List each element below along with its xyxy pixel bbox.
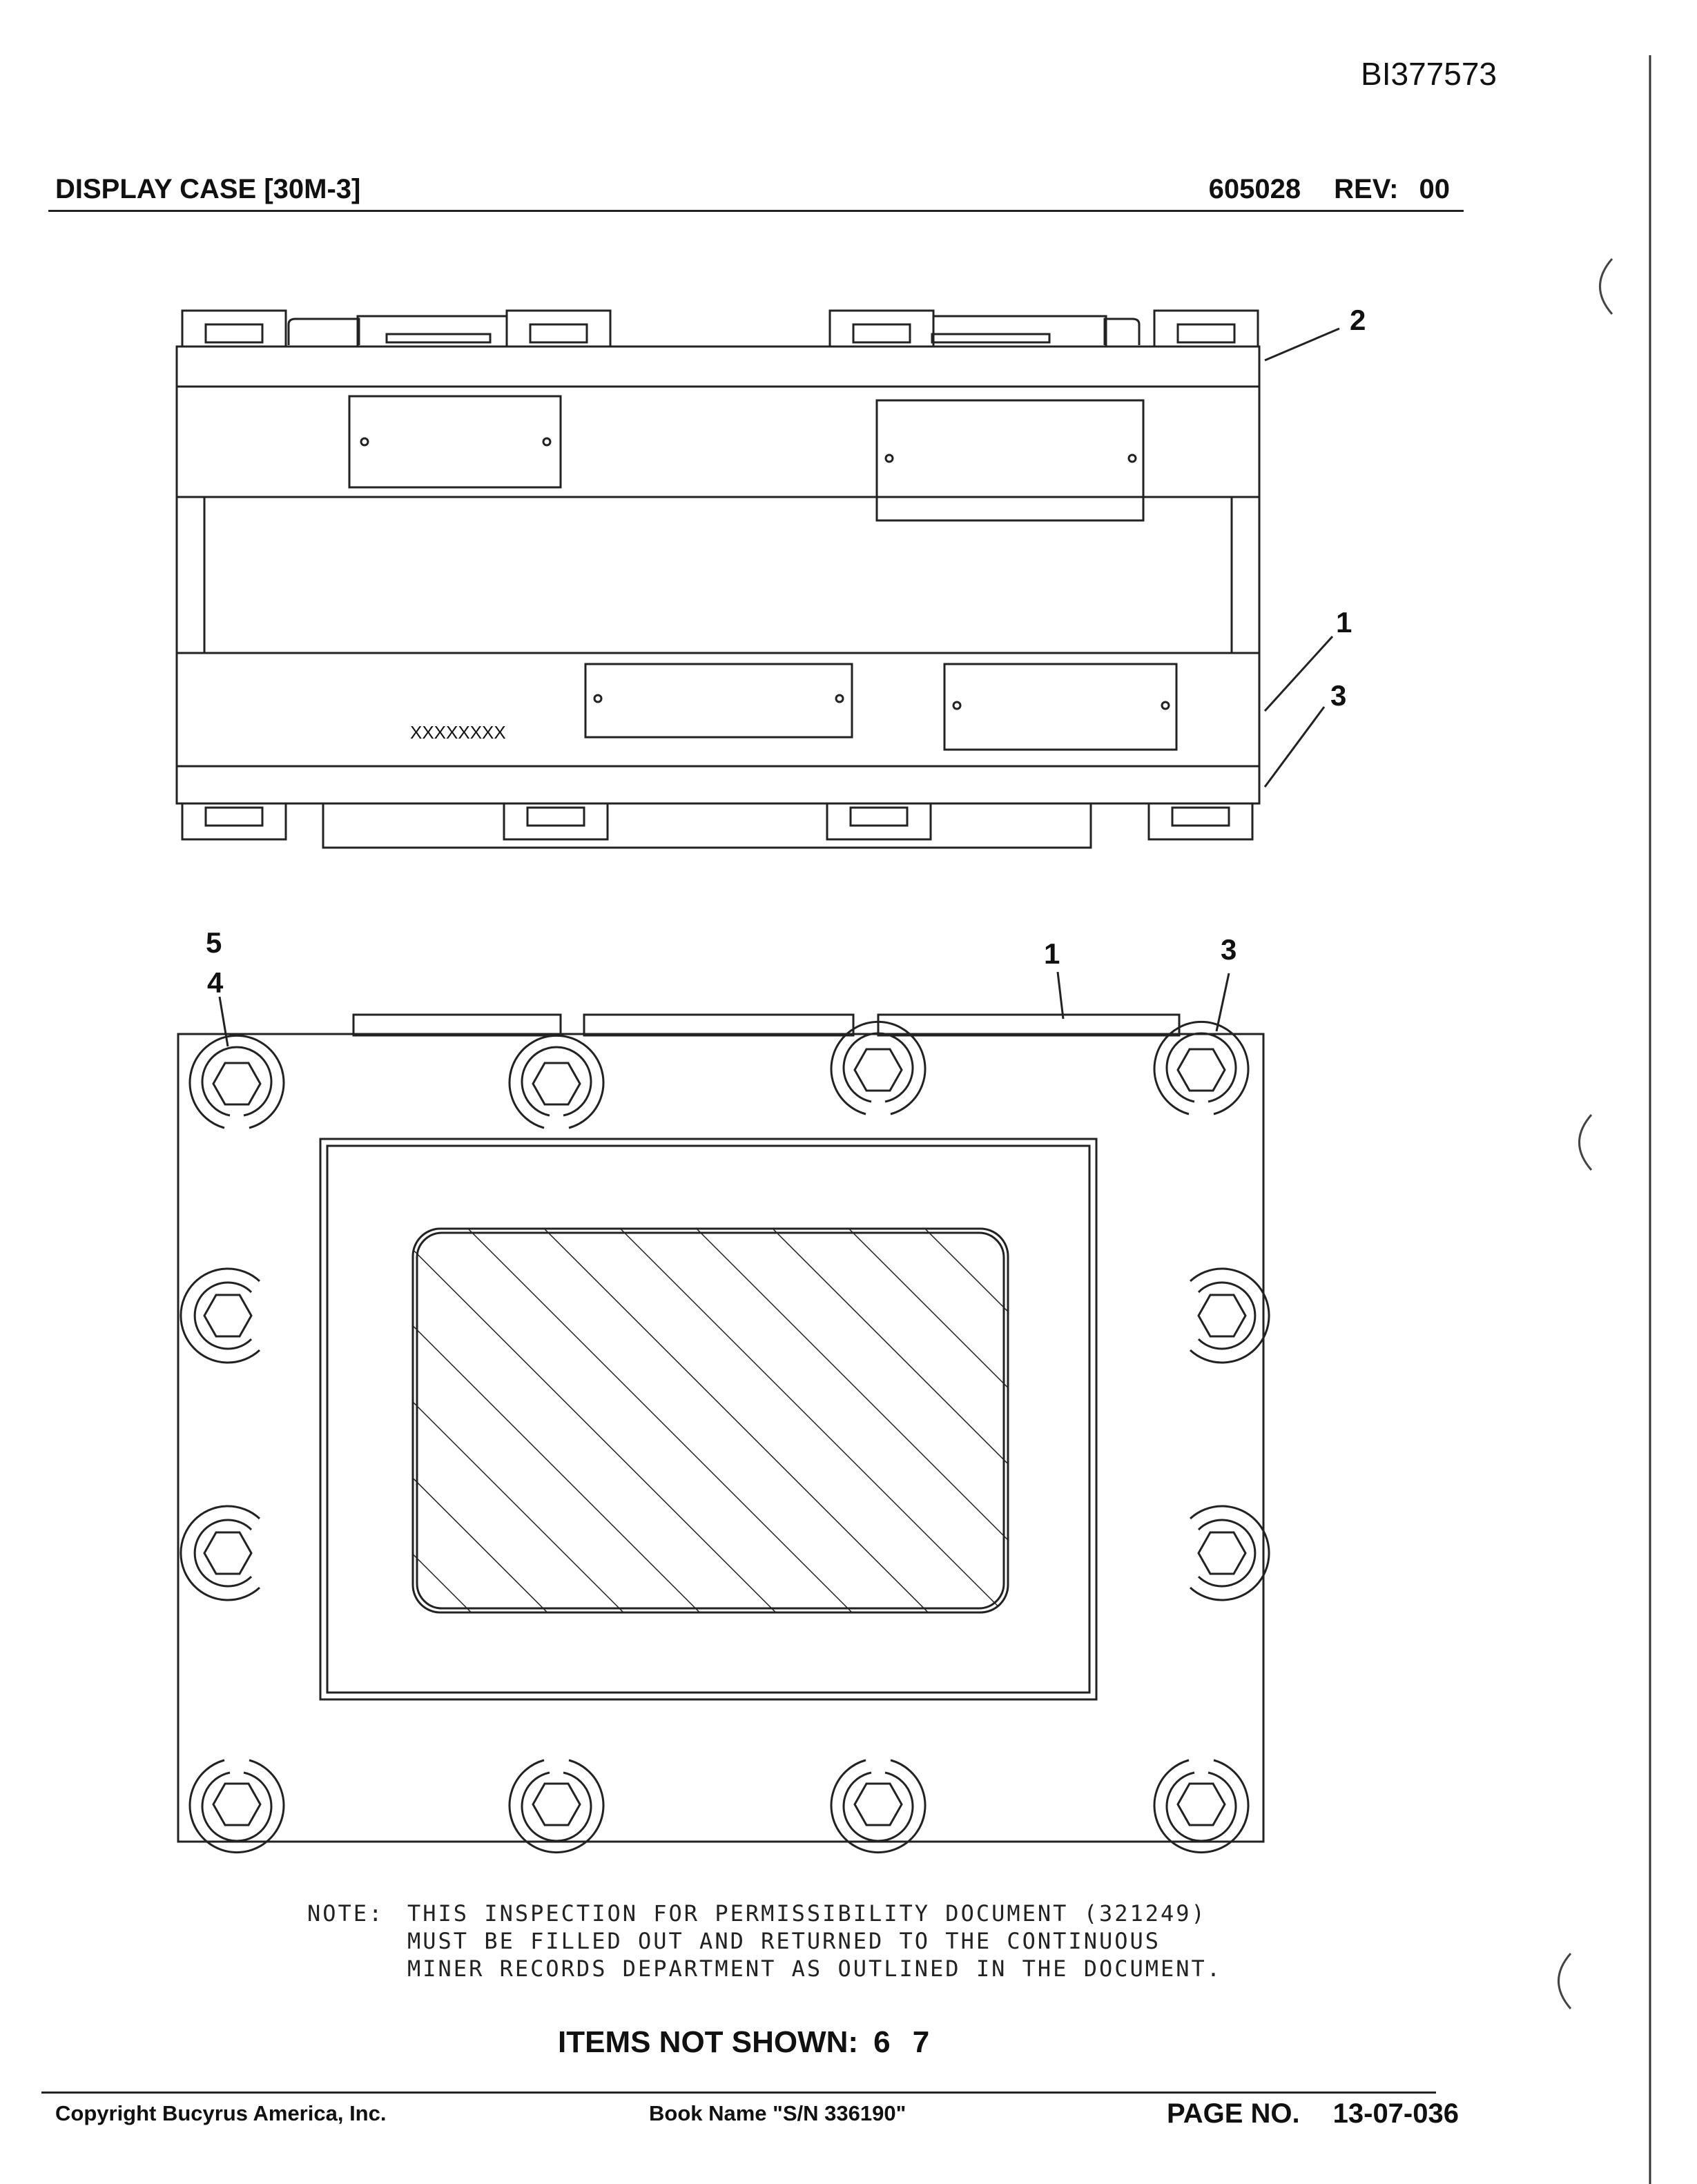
nameplate <box>875 399 1145 522</box>
bottom-clamps <box>181 802 1254 849</box>
part-marking: XXXXXXXX <box>410 722 506 743</box>
note-line: MINER RECORDS DEPARTMENT AS OUTLINED IN … <box>407 1956 1223 1982</box>
top-clamps <box>181 309 1259 348</box>
header-rule <box>48 210 1464 212</box>
items-not-shown: ITEMS NOT SHOWN: 6 7 <box>558 2025 936 2060</box>
callout-3: 3 <box>1330 679 1346 712</box>
permissibility-note: NOTE: THIS INSPECTION FOR PERMISSIBILITY … <box>307 1900 1222 1982</box>
part-revision: 605028 REV: 00 <box>1209 174 1450 205</box>
page-label: PAGE NO. <box>1167 2098 1300 2129</box>
note-line: MUST BE FILLED OUT AND RETURNED TO THE C… <box>407 1928 1161 1954</box>
copyright: Copyright Bucyrus America, Inc. <box>55 2101 387 2125</box>
items-not-shown-label: ITEMS NOT SHOWN: <box>558 2025 859 2059</box>
front-view <box>177 971 1270 1853</box>
callout-5: 5 <box>206 926 222 959</box>
nameplate <box>348 395 562 489</box>
nameplate <box>584 663 853 739</box>
footer-rule <box>41 2092 1436 2094</box>
callout-4: 4 <box>207 966 224 999</box>
document-id: BI377573 <box>1361 56 1497 92</box>
items-not-shown-values: 6 7 <box>873 2025 937 2059</box>
rev-value: 00 <box>1419 174 1451 204</box>
page-value: 13-07-036 <box>1332 2098 1459 2129</box>
bottom-flange <box>175 765 1261 805</box>
nameplate <box>943 663 1178 751</box>
page-title: DISPLAY CASE [30M-3] <box>55 174 361 204</box>
callout-2: 2 <box>1350 304 1366 336</box>
book-name: Book Name "S/N 336190" <box>649 2101 906 2125</box>
upper-band <box>175 385 1261 498</box>
callout-3-front: 3 <box>1221 933 1237 966</box>
part-number: 605028 <box>1208 174 1301 204</box>
glass-hatching <box>413 1229 1008 1612</box>
note-line: THIS INSPECTION FOR PERMISSIBILITY DOCUM… <box>407 1900 1207 1927</box>
top-flange <box>175 345 1261 388</box>
front-plate <box>177 1033 1265 1843</box>
page-number: PAGE NO. 13-07-036 <box>1167 2098 1459 2129</box>
note-label: NOTE: <box>307 1900 385 1927</box>
bolt-set <box>180 1021 1270 1853</box>
callout-1: 1 <box>1336 606 1352 638</box>
callout-1-front: 1 <box>1044 937 1060 970</box>
rev-label: REV: <box>1334 174 1399 204</box>
top-view <box>175 309 1340 849</box>
